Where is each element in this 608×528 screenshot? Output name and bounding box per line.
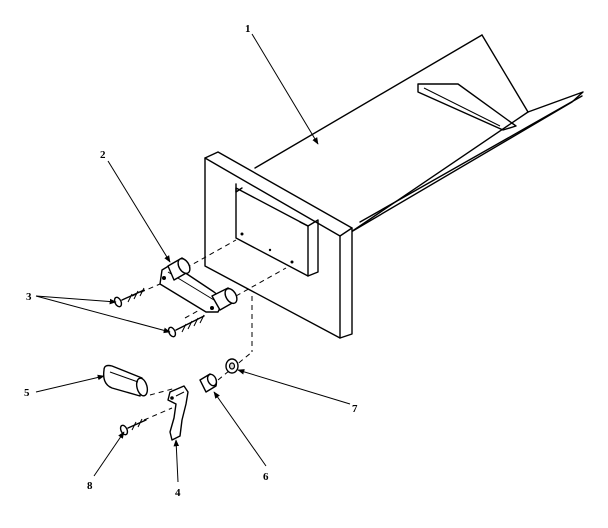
callout-labels: 1 2 3 5 7 6 8 4 xyxy=(24,23,358,499)
part-6-bushing xyxy=(199,373,218,393)
part-4-lever-bracket xyxy=(167,385,189,441)
leader-lines xyxy=(35,33,351,483)
part-7-washer xyxy=(225,358,239,374)
callout-5: 5 xyxy=(24,387,30,399)
callout-8: 8 xyxy=(87,480,93,492)
part-5-knob xyxy=(102,364,149,397)
callout-3: 3 xyxy=(26,291,32,303)
front-plate xyxy=(204,151,353,339)
part-1-housing xyxy=(254,34,584,233)
callout-1: 1 xyxy=(245,23,251,35)
part-3-screws xyxy=(113,287,205,338)
callout-6: 6 xyxy=(263,471,269,483)
callout-7: 7 xyxy=(352,403,358,415)
callout-4: 4 xyxy=(175,487,181,499)
callout-2: 2 xyxy=(100,149,106,161)
part-2-crank-arm xyxy=(159,257,238,313)
